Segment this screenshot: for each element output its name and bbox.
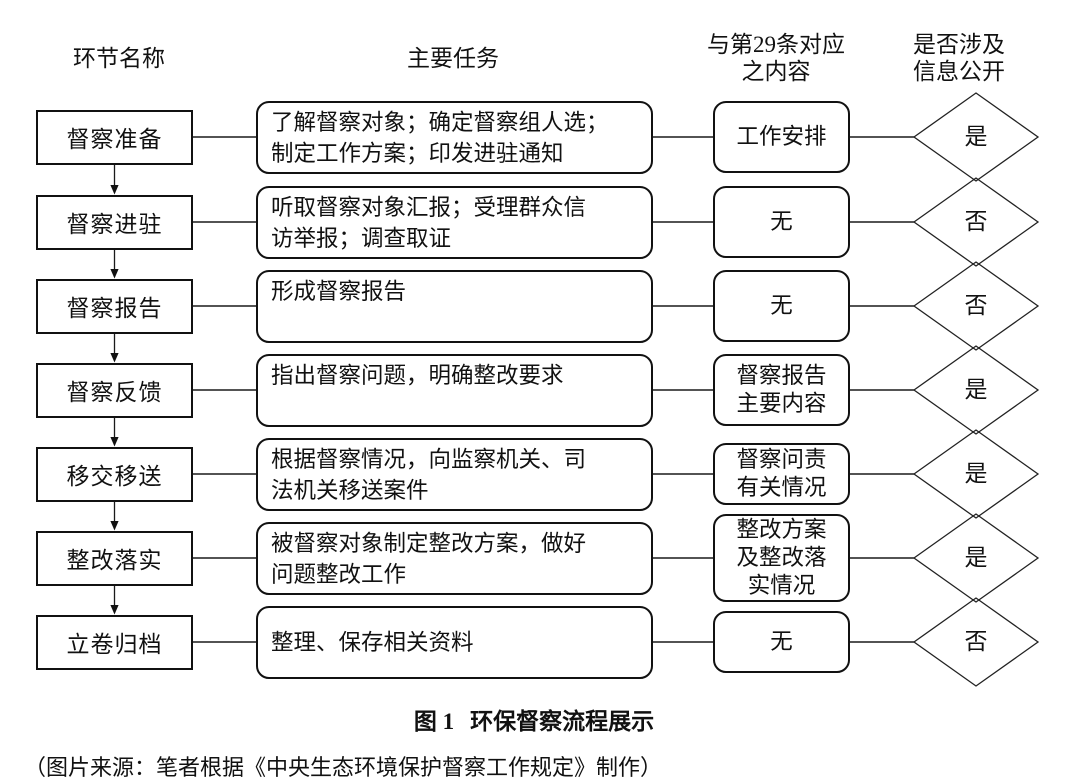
arrowhead-icon — [110, 269, 119, 279]
article-box: 无 — [713, 611, 850, 673]
arrowhead-icon — [110, 437, 119, 447]
stage-box: 移交移送 — [36, 446, 193, 502]
task-box: 整理、保存相关资料 — [256, 605, 653, 679]
diamond-label: 是 — [964, 461, 988, 486]
article-box: 无 — [713, 270, 850, 342]
source-note: （图片来源：笔者根据《中央生态环境保护督察工作规定》制作） — [24, 755, 663, 777]
stage-box: 督察进驻 — [36, 194, 193, 250]
figure-caption: 图 1 环保督察流程展示 — [334, 702, 734, 736]
column-header-disclosure: 是否涉及 信息公开 — [913, 32, 1005, 84]
task-box: 被督察对象制定整改方案，做好 问题整改工作 — [256, 521, 653, 595]
task-box: 指出督察问题，明确整改要求 — [256, 353, 653, 427]
article-box: 无 — [713, 186, 850, 258]
task-box: 听取督察对象汇报；受理群众信 访举报；调查取证 — [256, 185, 653, 259]
column-header-tasks: 主要任务 — [407, 46, 499, 71]
figure-number: 图 1 — [413, 709, 455, 734]
column-header-stage: 环节名称 — [73, 46, 165, 71]
stage-box: 督察报告 — [36, 278, 193, 334]
stage-box: 整改落实 — [36, 530, 193, 586]
stage-box: 督察反馈 — [36, 362, 193, 418]
arrowhead-icon — [110, 353, 119, 363]
article-box: 督察报告 主要内容 — [713, 354, 850, 426]
diamond-label: 否 — [964, 293, 988, 318]
column-header-article29: 与第29条对应 之内容 — [707, 32, 845, 84]
article-box: 督察问责 有关情况 — [713, 443, 850, 505]
stage-box: 督察准备 — [36, 109, 193, 165]
task-box: 形成督察报告 — [256, 269, 653, 343]
diamond-label: 否 — [964, 209, 988, 234]
diamond-label: 是 — [964, 545, 988, 570]
stage-box: 立卷归档 — [36, 614, 193, 670]
diamond-label: 否 — [964, 629, 988, 654]
arrowhead-icon — [110, 521, 119, 531]
figure-title: 环保督察流程展示 — [470, 709, 655, 734]
article-box: 整改方案 及整改落 实情况 — [713, 514, 850, 602]
task-box: 根据督察情况，向监察机关、司 法机关移送案件 — [256, 437, 653, 511]
diamond-label: 是 — [964, 124, 988, 149]
arrowhead-icon — [110, 185, 119, 195]
arrowhead-icon — [110, 605, 119, 615]
task-box: 了解督察对象；确定督察组人选； 制定工作方案；印发进驻通知 — [256, 100, 653, 174]
diamond-label: 是 — [964, 377, 988, 402]
article-box: 工作安排 — [713, 101, 850, 173]
